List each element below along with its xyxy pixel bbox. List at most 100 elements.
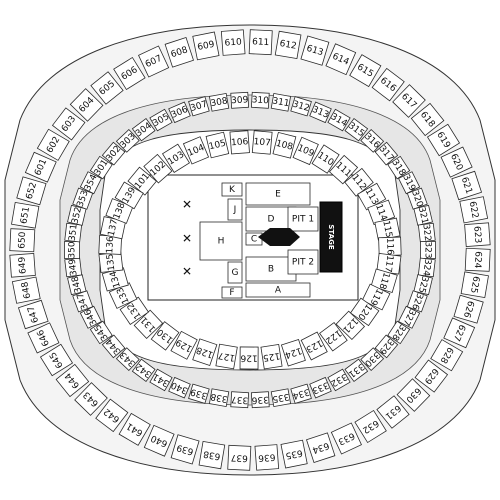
seating-section[interactable]: 611	[248, 29, 273, 56]
seating-section[interactable]: 617	[392, 84, 426, 118]
seating-section[interactable]: 628	[430, 339, 464, 372]
seating-section[interactable]: 649	[9, 253, 36, 278]
floor-section[interactable]: H	[199, 221, 243, 261]
seating-section[interactable]: 604	[69, 88, 104, 122]
seating-section[interactable]: 603	[51, 107, 86, 141]
seating-section[interactable]: 630	[396, 378, 431, 412]
seating-section[interactable]: 120	[349, 297, 380, 327]
seating-section[interactable]: 320	[406, 187, 428, 210]
seating-section[interactable]: 303	[115, 129, 140, 153]
seating-section[interactable]: 618	[410, 102, 445, 137]
seating-section[interactable]: 613	[300, 35, 330, 66]
seating-section[interactable]: 113	[357, 182, 387, 211]
seating-section[interactable]: 134	[101, 267, 129, 292]
seating-section[interactable]: 301	[89, 155, 113, 180]
seating-section[interactable]: 607	[138, 45, 170, 78]
seating-section[interactable]: 305	[149, 108, 173, 132]
floor-section[interactable]: A	[245, 282, 311, 298]
seating-section[interactable]: 321	[413, 204, 433, 226]
seating-section[interactable]: 105	[205, 131, 230, 159]
seating-section[interactable]: 627	[443, 317, 476, 349]
seating-section[interactable]: 131	[133, 309, 164, 339]
seating-section[interactable]: 102	[143, 153, 173, 184]
seating-section[interactable]: 640	[143, 424, 175, 457]
seating-section[interactable]: 122	[319, 322, 348, 352]
seating-section[interactable]: 348	[67, 274, 87, 296]
seating-section[interactable]: 626	[453, 294, 484, 324]
seating-section[interactable]: 117	[376, 252, 402, 275]
seating-section[interactable]: 333	[309, 376, 332, 399]
seating-section[interactable]: 302	[101, 141, 126, 166]
seating-section[interactable]: 109	[292, 136, 319, 166]
seating-section[interactable]: 614	[325, 43, 357, 76]
seating-section[interactable]: 315	[344, 118, 369, 142]
seating-section[interactable]: 635	[280, 439, 308, 469]
seating-section[interactable]: 115	[374, 217, 401, 241]
seating-section[interactable]: 350	[64, 241, 80, 259]
seating-section[interactable]: 351	[64, 222, 83, 243]
seating-section[interactable]: 623	[464, 222, 491, 247]
seating-section[interactable]: 632	[354, 409, 387, 444]
seating-section[interactable]: 620	[440, 146, 473, 178]
seating-section[interactable]: 101	[127, 166, 157, 196]
seating-section[interactable]: 135	[98, 251, 124, 273]
seating-section[interactable]: 107	[251, 130, 273, 155]
seating-section[interactable]: 615	[349, 54, 382, 88]
seating-section[interactable]: 638	[198, 440, 226, 470]
seating-section[interactable]: 335	[270, 388, 292, 408]
seating-section[interactable]: 634	[306, 432, 336, 464]
seating-section[interactable]: 340	[168, 376, 191, 399]
seating-section[interactable]: 345	[89, 320, 113, 345]
floor-section[interactable]: G	[227, 261, 243, 284]
seating-section[interactable]: 307	[188, 96, 210, 117]
seating-section[interactable]: 341	[149, 368, 173, 392]
floor-section[interactable]: J	[227, 198, 243, 221]
floor-section[interactable]: E	[245, 182, 311, 206]
seating-section[interactable]: 128	[192, 338, 218, 367]
seating-section[interactable]: 346	[79, 305, 102, 329]
seating-section[interactable]: 619	[426, 123, 461, 157]
seating-section[interactable]: 633	[330, 422, 362, 455]
seating-section[interactable]: 119	[361, 283, 391, 311]
seating-section[interactable]: 616	[371, 67, 405, 102]
floor-section[interactable]: C	[245, 232, 263, 246]
seating-section[interactable]: 329	[374, 334, 399, 359]
seating-section[interactable]: 318	[387, 155, 411, 180]
seating-section[interactable]: 129	[170, 330, 198, 360]
seating-section[interactable]: 323	[420, 241, 436, 259]
seating-section[interactable]: 313	[309, 101, 332, 124]
seating-section[interactable]: 606	[113, 56, 146, 91]
seating-section[interactable]: 311	[270, 92, 292, 112]
seating-section[interactable]: 312	[290, 96, 312, 117]
seating-section[interactable]: 353	[72, 187, 94, 210]
seating-section[interactable]: 137	[99, 216, 127, 240]
seating-section[interactable]: 106	[229, 130, 250, 155]
floor-section[interactable]: PIT 1	[287, 206, 319, 232]
seating-section[interactable]: 637	[227, 444, 252, 471]
seating-section[interactable]: 641	[118, 412, 151, 446]
seating-section[interactable]: 652	[16, 176, 47, 206]
seating-section[interactable]: 314	[327, 108, 351, 132]
seating-section[interactable]: 650	[9, 228, 36, 253]
seating-section[interactable]: 118	[370, 268, 398, 293]
seating-section[interactable]: 112	[344, 167, 374, 197]
seating-section[interactable]: 127	[215, 343, 238, 370]
seating-section[interactable]: 646	[27, 322, 60, 354]
floor-section[interactable]: PIT 2	[287, 249, 319, 275]
seating-section[interactable]: 116	[378, 236, 402, 257]
seating-section[interactable]: 317	[374, 141, 399, 166]
seating-section[interactable]: 636	[254, 444, 280, 471]
seating-section[interactable]: 104	[182, 136, 210, 165]
seating-section[interactable]: 648	[11, 276, 41, 304]
seating-section[interactable]: 605	[90, 71, 124, 105]
seating-section[interactable]: 625	[460, 271, 489, 299]
floor-section[interactable]: K	[221, 182, 243, 197]
seating-section[interactable]: 349	[64, 257, 83, 278]
seating-section[interactable]: 139	[114, 181, 144, 210]
seating-section[interactable]: 322	[417, 222, 436, 243]
seating-section[interactable]: 324	[417, 257, 436, 278]
seating-section[interactable]: 126	[239, 346, 259, 370]
seating-section[interactable]: 325	[413, 274, 433, 296]
seating-section[interactable]: 338	[208, 388, 230, 408]
seating-section[interactable]: 130	[150, 321, 180, 351]
